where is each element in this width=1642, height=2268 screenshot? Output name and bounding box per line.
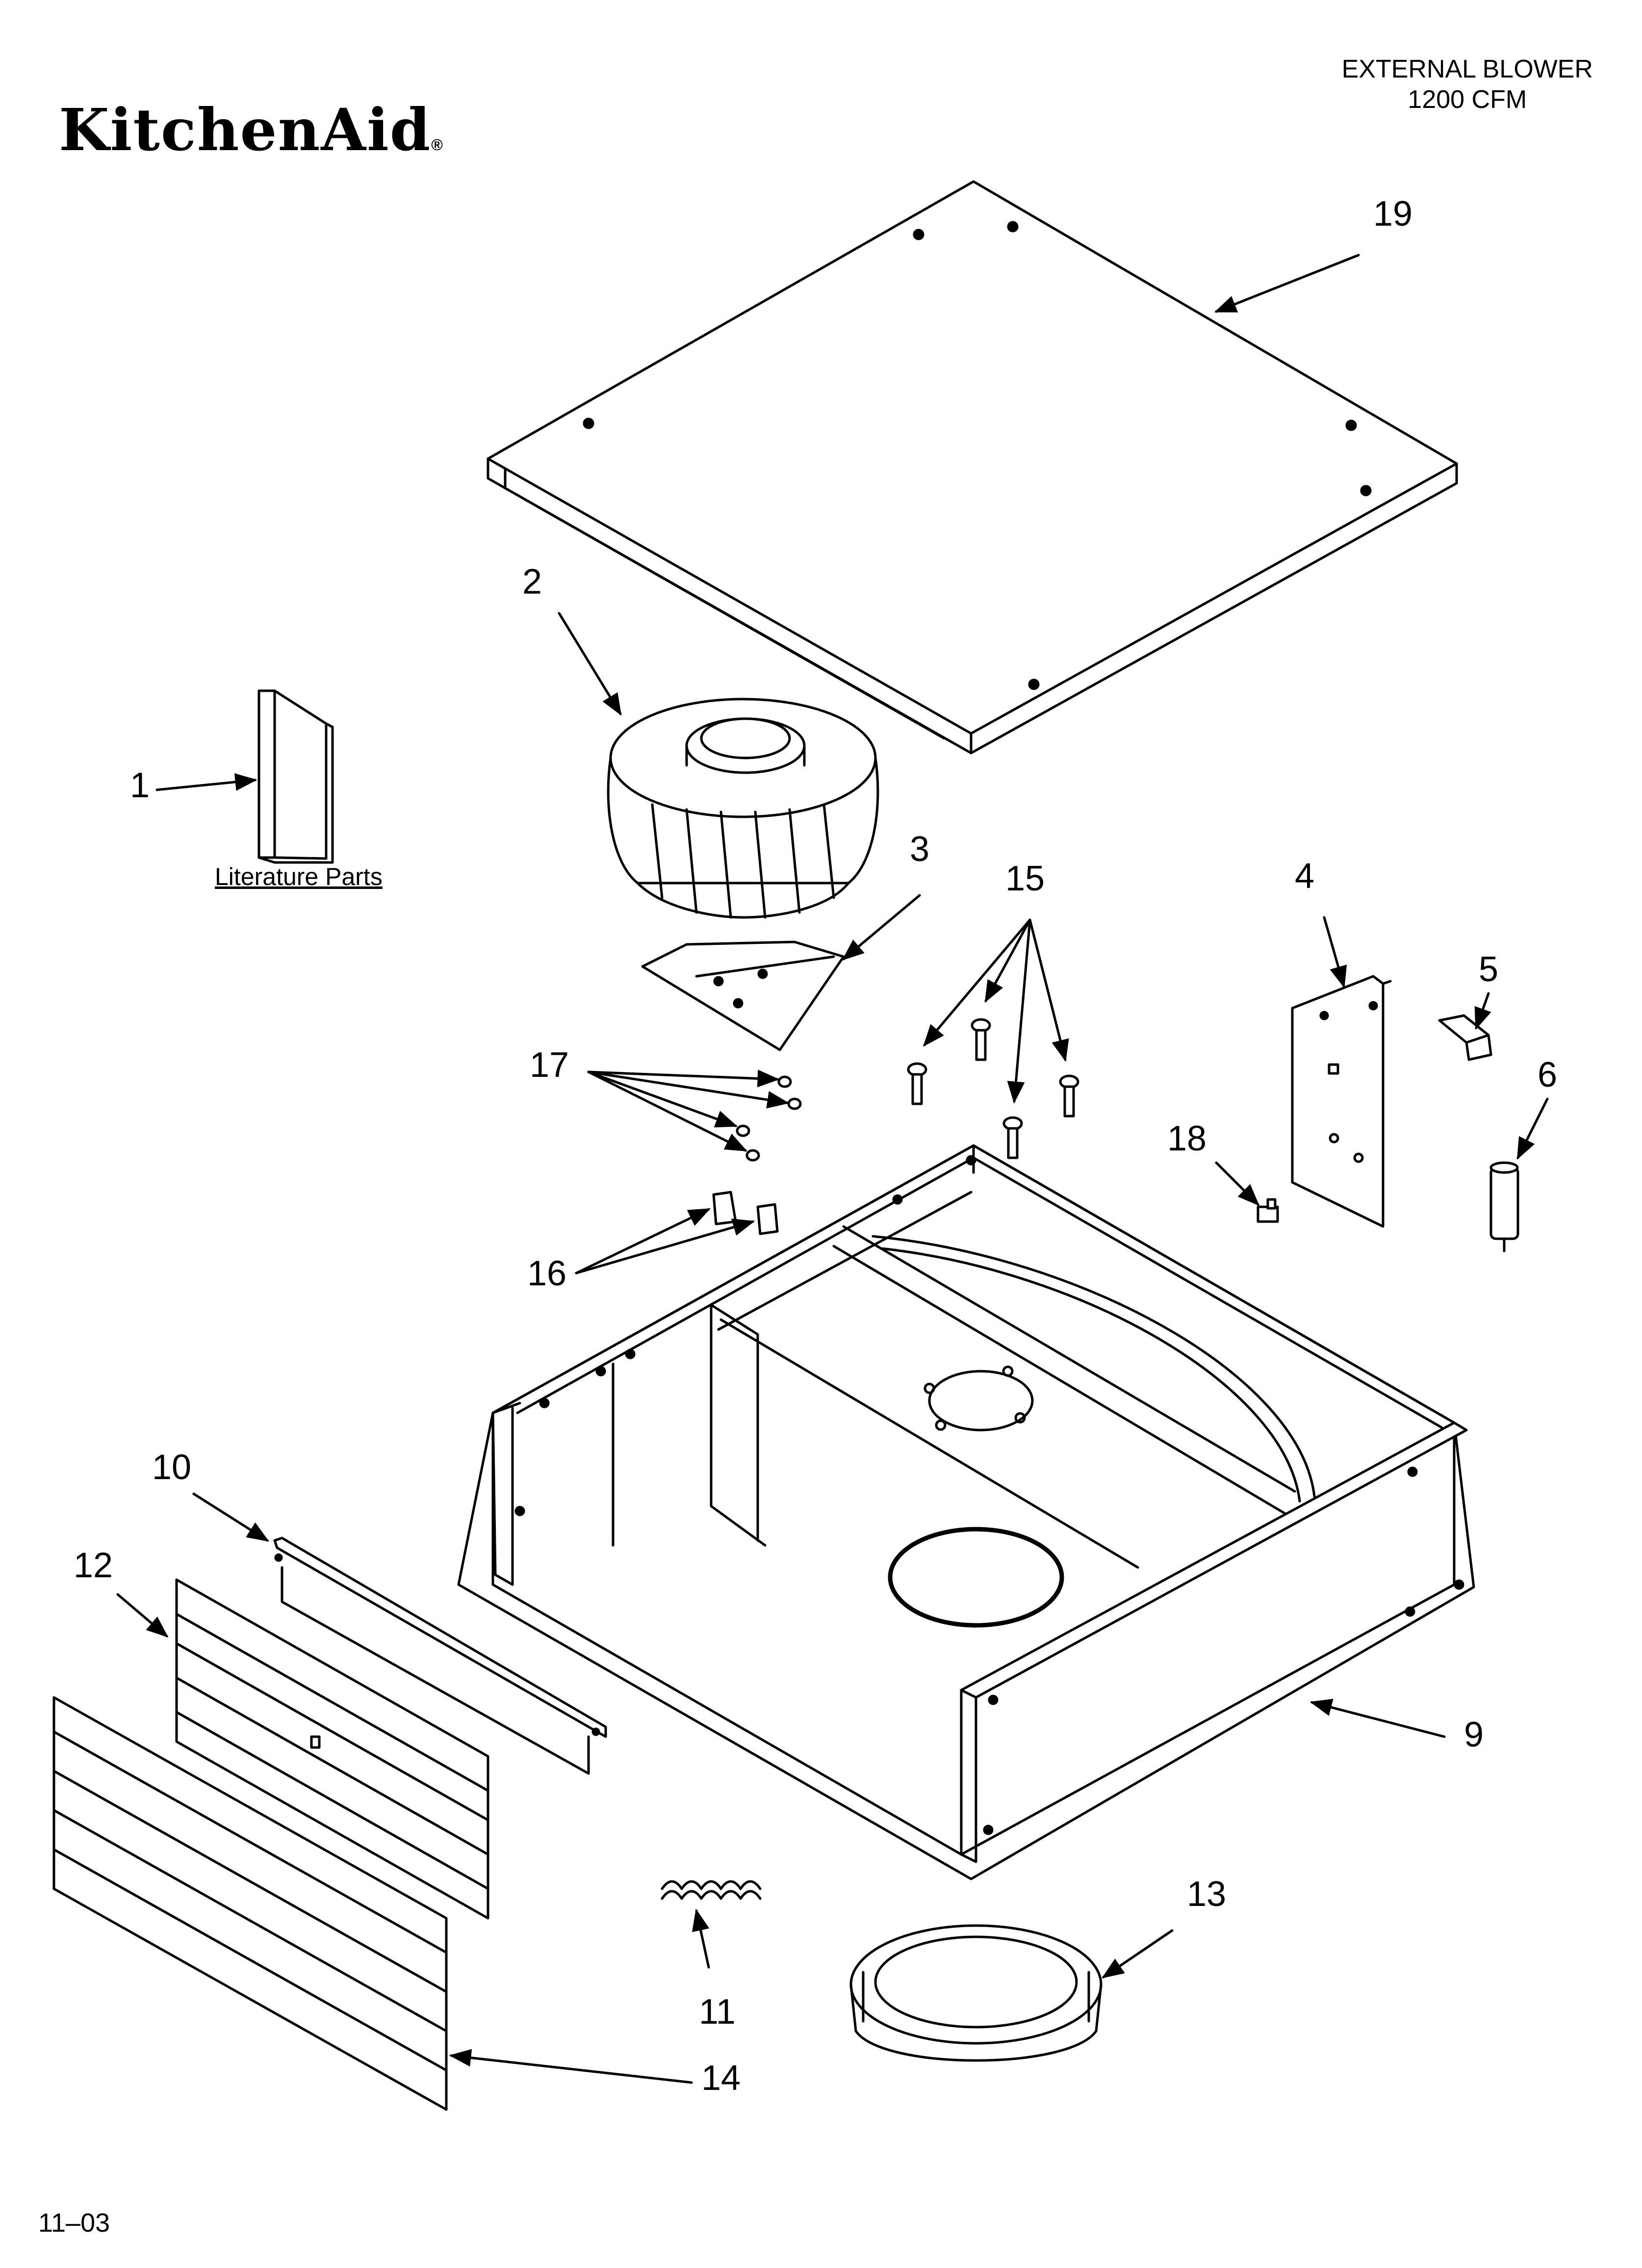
callout-14: 14 [701,2059,741,2098]
callout-2: 2 [522,562,542,601]
callout-16: 16 [527,1254,567,1293]
part-15-screws [907,1018,1079,1159]
part-10-strip [273,1537,607,1775]
callout-17: 17 [530,1045,569,1085]
part-9-housing [457,1144,1475,1880]
part-19-top-panel [487,180,1458,755]
callout-10: 10 [152,1448,192,1487]
part-14-grille [52,1696,448,2111]
part-17-nuts [736,1075,802,1162]
revision-code: 11–03 [38,2208,110,2238]
part-1-literature [257,689,334,864]
callout-9: 9 [1464,1715,1484,1754]
callout-3: 3 [910,830,930,869]
part-3-bracket [641,940,845,1051]
part-18-switch [1257,1198,1279,1223]
brand-name: KitchenAid [59,96,432,164]
callout-5: 5 [1479,950,1499,989]
callout-4: 4 [1295,857,1315,896]
literature-parts-label: Literature Parts [215,863,383,890]
title-line-1: EXTERNAL BLOWER [1341,55,1593,83]
part-6-capacitor [1489,1161,1519,1252]
part-5-clip [1438,1014,1492,1061]
title-line-2: 1200 CFM [1408,85,1527,114]
registered-mark: ® [431,136,444,154]
callout-19: 19 [1373,194,1413,234]
part-11-spring [661,1880,762,1900]
part-13-collar [849,1924,1103,2062]
callout-18: 18 [1167,1119,1207,1158]
diagram-title: EXTERNAL BLOWER 1200 CFM [1342,54,1593,115]
part-12-louver-panel [175,1578,489,1920]
callout-13: 13 [1187,1875,1227,1914]
leader-arrows [116,254,1549,2084]
callout-1: 1 [130,766,150,805]
callout-11: 11 [699,1992,736,2032]
callout-15: 15 [1005,859,1045,898]
part-16-wire-nuts [712,1191,779,1235]
part-4-mounting-plate [1291,975,1392,1228]
brand-logo: KitchenAid® [59,96,444,164]
callout-12: 12 [74,1546,113,1585]
callout-6: 6 [1538,1055,1558,1095]
part-2-blower-wheel [607,698,879,919]
